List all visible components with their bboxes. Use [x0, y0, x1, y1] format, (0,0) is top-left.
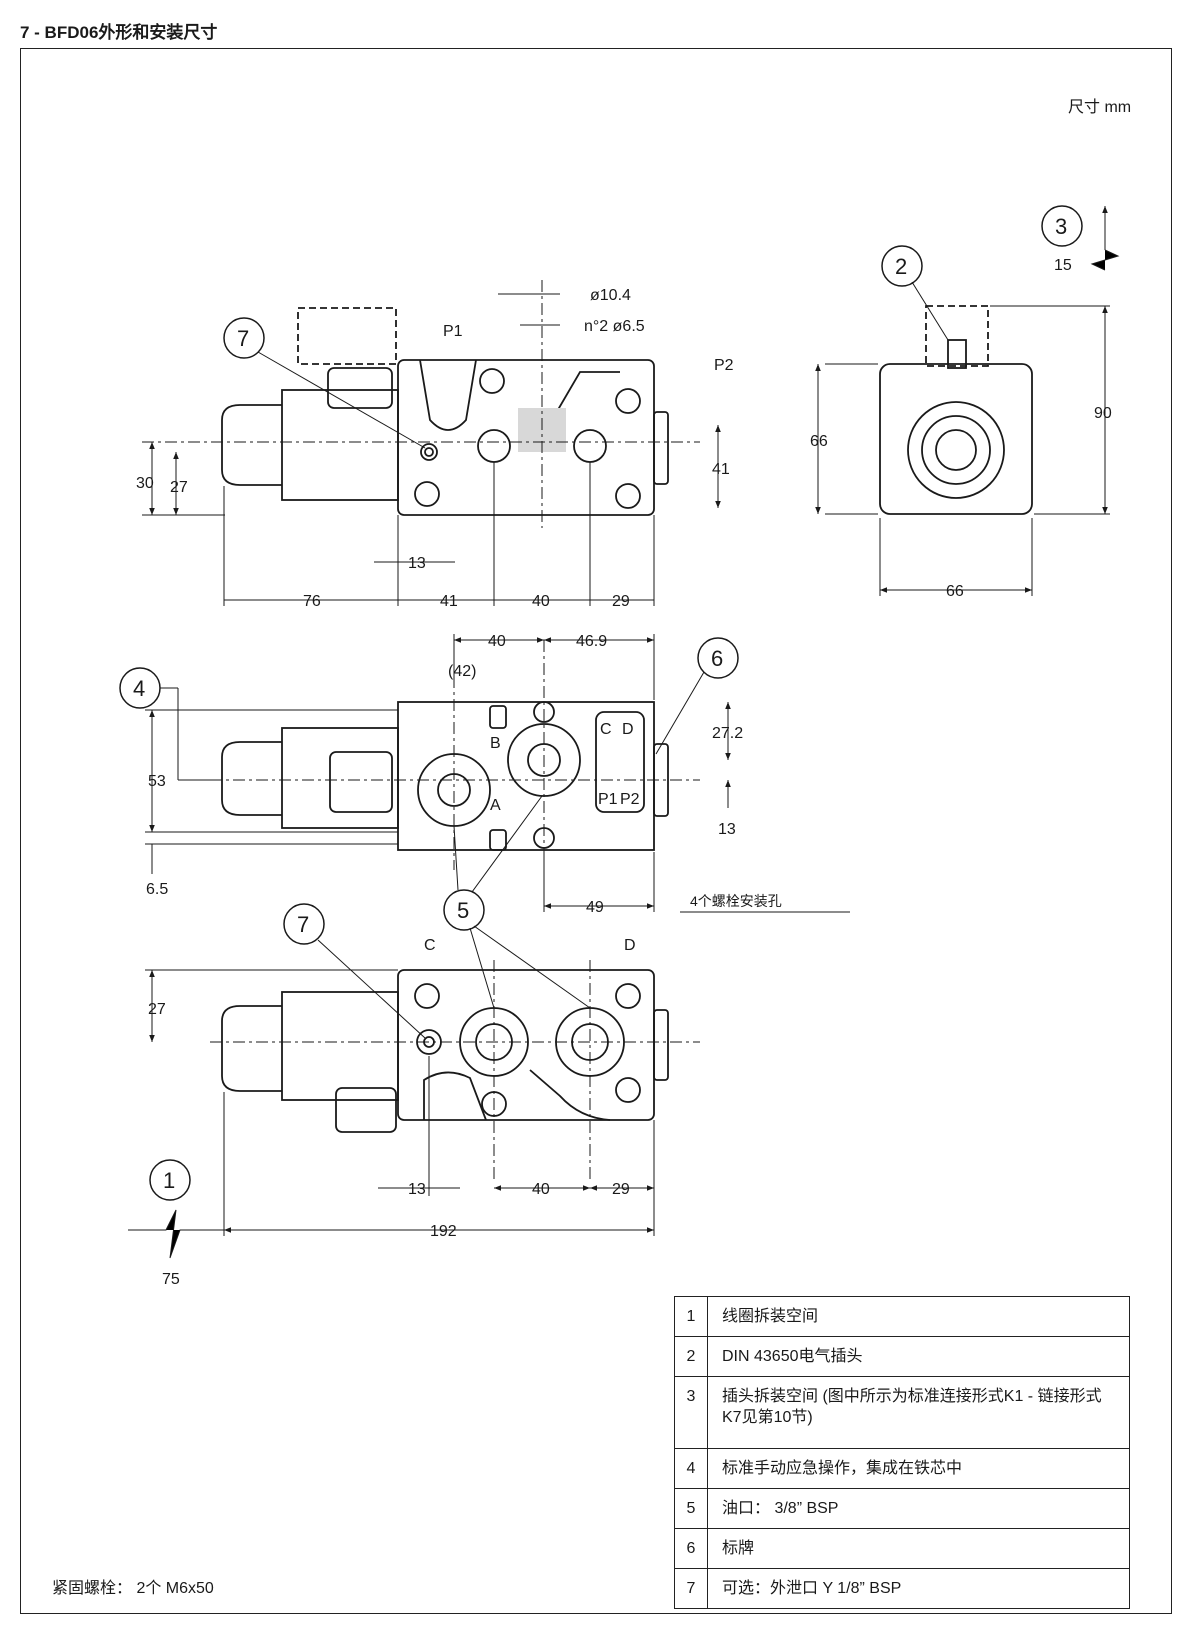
- end-view: [879, 305, 1033, 515]
- end-view-dimension-lines: [815, 206, 1120, 596]
- dim-end-width-66: 66: [946, 583, 964, 600]
- dim-offset-6-5: 6.5: [146, 881, 168, 898]
- port-label-d-bottom: D: [624, 937, 636, 954]
- units-note: 尺寸 mm: [1068, 99, 1132, 116]
- legend-text: 油口： 3/8” BSP: [707, 1488, 1130, 1529]
- dim-pin-holes: n°2 ø6.5: [584, 318, 645, 335]
- port-label-d-plate: D: [622, 721, 634, 738]
- legend-text: 可选：外泄口 Y 1/8” BSP: [707, 1568, 1130, 1609]
- callout-2: 2: [895, 254, 907, 279]
- dim-overall-192: 192: [430, 1223, 457, 1240]
- dim-diagonal-42: (42): [448, 663, 476, 680]
- legend-text: 标牌: [707, 1528, 1130, 1569]
- dim-height-27-bottom: 27: [148, 1001, 166, 1018]
- dim-offset-13-front: 13: [718, 821, 736, 838]
- legend-text: 标准手动应急操作，集成在铁芯中: [707, 1448, 1130, 1489]
- port-label-c-bottom: C: [424, 937, 436, 954]
- mounting-holes-note: 4个螺栓安装孔: [690, 893, 782, 909]
- dim-length-29-bottom: 29: [612, 1181, 630, 1198]
- legend-text: 线圈拆装空间: [707, 1296, 1130, 1337]
- dim-height-27: 27: [170, 479, 188, 496]
- callout-5: 5: [457, 898, 469, 923]
- top-view-centerlines: [142, 280, 700, 528]
- dim-port-spacing-40: 40: [488, 633, 506, 650]
- dim-length-40-bottom: 40: [532, 1181, 550, 1198]
- dim-offset-27-2: 27.2: [712, 725, 743, 742]
- legend-row: 1 线圈拆装空间: [674, 1296, 1130, 1337]
- bottom-view-centerlines: [210, 960, 700, 1180]
- top-view-dimension-lines: [142, 293, 721, 606]
- dim-end-height-66: 66: [810, 433, 828, 450]
- dim-coil-clearance-75: 75: [162, 1271, 180, 1288]
- legend-number: 3: [674, 1376, 708, 1449]
- callout-6: 6: [711, 646, 723, 671]
- fastening-bolts-note: 紧固螺栓： 2个 M6x50: [52, 1580, 214, 1597]
- dim-length-76: 76: [303, 593, 321, 610]
- callout-7-top: 7: [237, 326, 249, 351]
- legend-number: 5: [674, 1488, 708, 1529]
- dim-length-41: 41: [440, 593, 458, 610]
- top-view: [221, 307, 669, 516]
- port-label-b: B: [490, 735, 501, 752]
- legend-number: 1: [674, 1296, 708, 1337]
- dim-offset-13-bottom: 13: [408, 1181, 426, 1198]
- callout-7-bottom: 7: [297, 912, 309, 937]
- section-heading: 7 - BFD06外形和安装尺寸: [20, 23, 218, 42]
- port-label-a: A: [490, 797, 501, 814]
- port-label-p2-top: P2: [714, 357, 734, 374]
- dim-end-height-90: 90: [1094, 405, 1112, 422]
- legend-row: 7 可选：外泄口 Y 1/8” BSP: [674, 1568, 1130, 1609]
- legend-row: 4 标准手动应急操作，集成在铁芯中: [674, 1448, 1130, 1489]
- port-label-c-plate: C: [600, 721, 612, 738]
- dim-offset-13: 13: [408, 555, 426, 572]
- bottom-view: [221, 969, 669, 1133]
- front-view-centerlines: [210, 640, 700, 870]
- legend-text: DIN 43650电气插头: [707, 1336, 1130, 1377]
- legend-number: 6: [674, 1528, 708, 1569]
- legend-text: 插头拆装空间 (图中所示为标准连接形式K1 - 链接形式K7见第10节): [707, 1376, 1130, 1449]
- legend-number: 2: [674, 1336, 708, 1377]
- callout-3: 3: [1055, 214, 1067, 239]
- callout-leaders: [160, 281, 949, 1039]
- dim-height-41: 41: [712, 461, 730, 478]
- legend-table: 1 线圈拆装空间 2 DIN 43650电气插头 3 插头拆装空间 (图中所示为…: [674, 1296, 1130, 1609]
- dim-length-29: 29: [612, 593, 630, 610]
- dim-height-53: 53: [148, 773, 166, 790]
- legend-number: 7: [674, 1568, 708, 1609]
- drawing-frame: [20, 48, 1172, 1614]
- dim-bore-diameter: ø10.4: [590, 287, 631, 304]
- legend-number: 4: [674, 1448, 708, 1489]
- port-label-p1-plate: P1: [598, 791, 618, 808]
- port-label-p1-top: P1: [443, 323, 463, 340]
- dim-mount-49: 49: [586, 899, 604, 916]
- legend-row: 5 油口： 3/8” BSP: [674, 1488, 1130, 1529]
- callout-circles: [119, 205, 1083, 1201]
- port-label-p2-plate: P2: [620, 791, 640, 808]
- dim-port-offset-46-9: 46.9: [576, 633, 607, 650]
- dim-height-30: 30: [136, 475, 154, 492]
- bottom-view-dimension-lines: [128, 969, 655, 1259]
- legend-row: 3 插头拆装空间 (图中所示为标准连接形式K1 - 链接形式K7见第10节): [674, 1376, 1130, 1449]
- legend-row: 2 DIN 43650电气插头: [674, 1336, 1130, 1377]
- front-view-dimension-lines: [145, 634, 850, 913]
- dim-length-40: 40: [532, 593, 550, 610]
- callout-4: 4: [133, 676, 145, 701]
- legend-row: 6 标牌: [674, 1528, 1130, 1569]
- callout-1: 1: [163, 1168, 175, 1193]
- dim-plug-clearance-15: 15: [1054, 257, 1072, 274]
